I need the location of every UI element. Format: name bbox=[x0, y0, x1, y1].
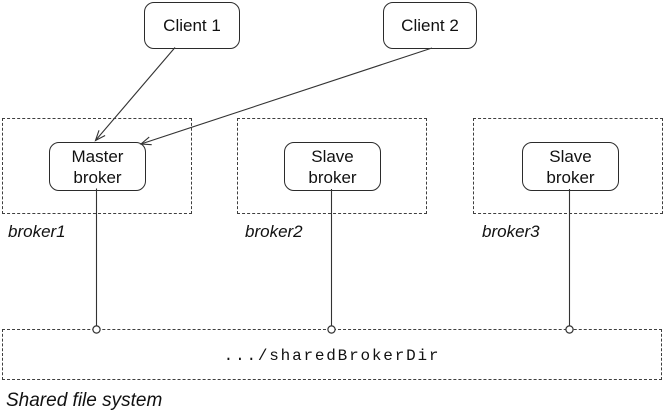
broker3-caption: broker3 bbox=[482, 222, 540, 241]
shared-file-system-caption: Shared file system bbox=[6, 390, 163, 411]
client2-node: Client 2 bbox=[383, 2, 477, 49]
shared-storage-path-label: .../sharedBrokerDir bbox=[223, 347, 441, 365]
broker2-caption: broker2 bbox=[245, 222, 303, 241]
shared-storage-box: .../sharedBrokerDir bbox=[2, 329, 662, 380]
client1-node: Client 1 bbox=[144, 2, 240, 49]
client1-label: Client 1 bbox=[163, 16, 221, 35]
master-broker-node: Master broker bbox=[49, 142, 146, 191]
client2-label: Client 2 bbox=[401, 16, 459, 35]
broker3-group-box bbox=[473, 118, 663, 214]
slave-broker3-node: Slave broker bbox=[522, 142, 619, 191]
slave-broker2-label: Slave broker bbox=[308, 146, 357, 187]
slave-broker2-node: Slave broker bbox=[284, 142, 381, 191]
broker1-caption: broker1 bbox=[8, 222, 66, 241]
master-broker-label: Master broker bbox=[71, 146, 124, 187]
slave-broker3-label: Slave broker bbox=[546, 146, 595, 187]
